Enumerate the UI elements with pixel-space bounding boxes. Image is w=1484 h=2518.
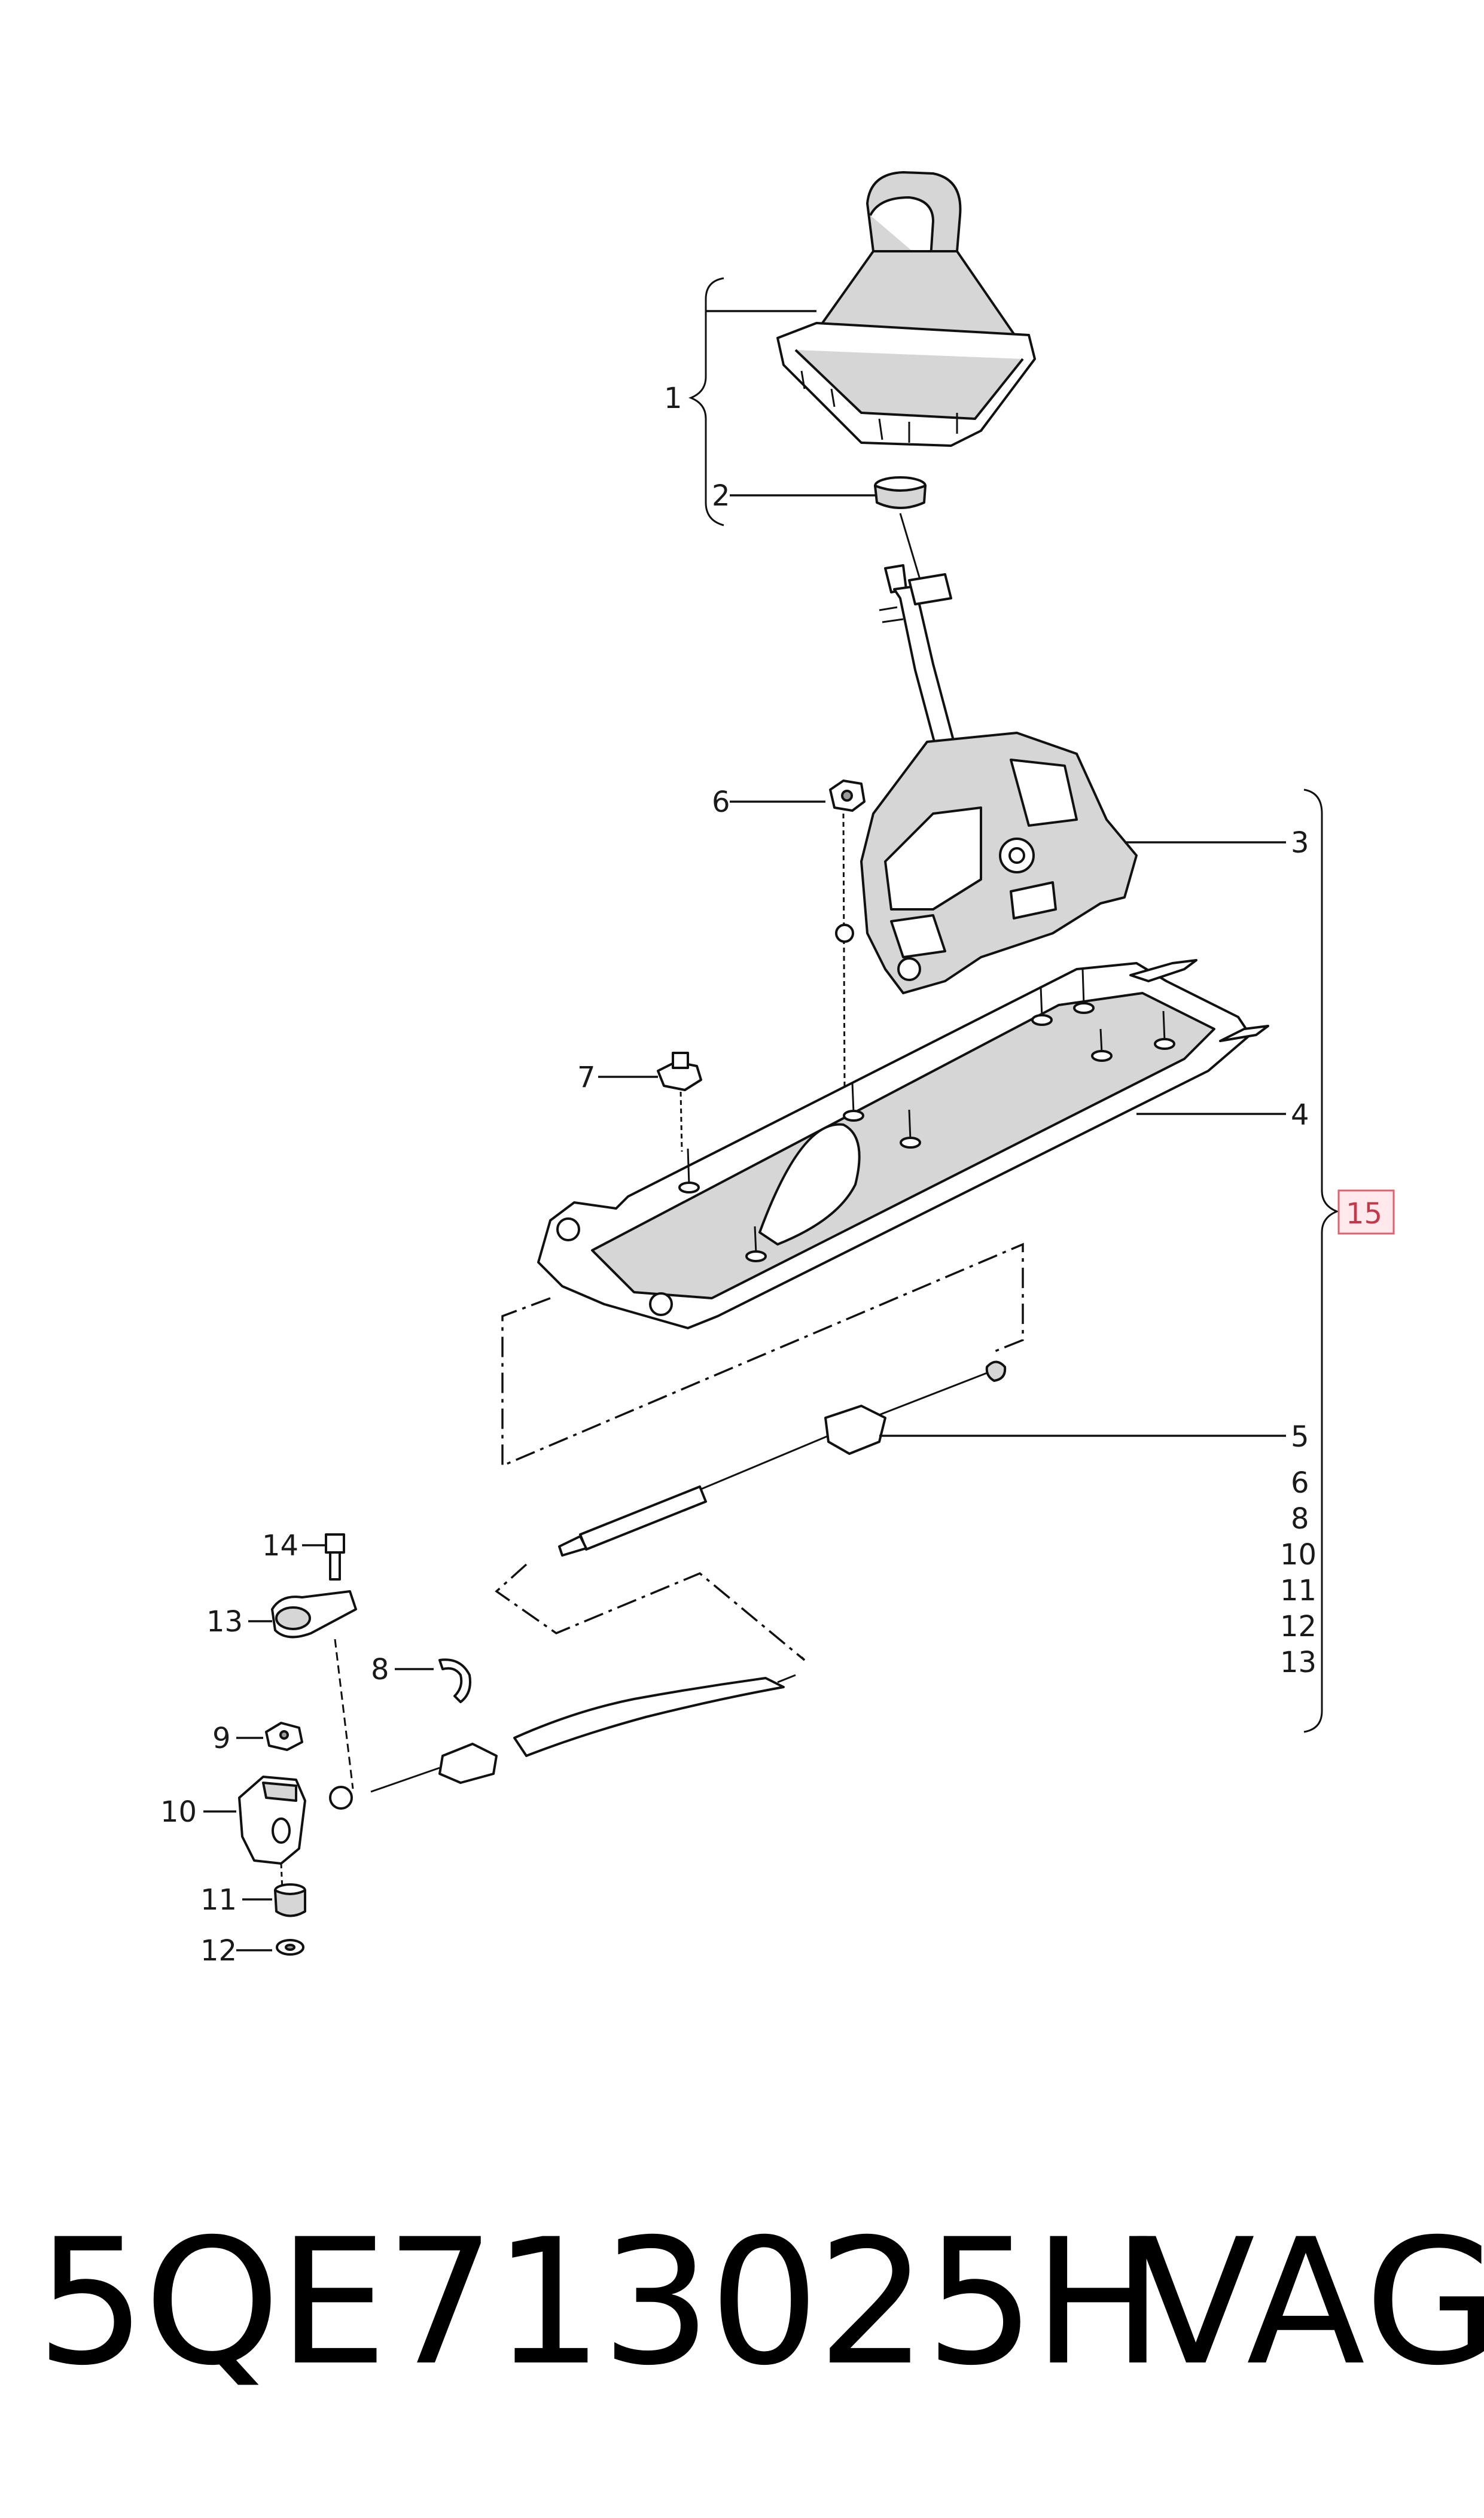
group-list-item: 8 [1291, 1502, 1309, 1536]
rail-right [1219, 1025, 1269, 1042]
washer-12-hole [285, 1944, 295, 1951]
plate-hole-left [556, 1217, 580, 1241]
boot-frame-inner [794, 349, 1024, 420]
callout-15: 15 [1346, 1197, 1382, 1231]
rail-top [1129, 959, 1197, 982]
nut-6-hole [841, 790, 853, 802]
callout-11: 11 [200, 1883, 237, 1917]
callout-13: 13 [206, 1605, 243, 1639]
group-list-item: 10 [1280, 1538, 1317, 1572]
callout-7: 7 [577, 1061, 596, 1094]
cable-sleeve [579, 1485, 707, 1551]
housing-side [884, 806, 982, 911]
nut-9 [236, 1722, 303, 1751]
shift-cable [558, 1360, 1286, 1557]
bolt-14-head [325, 1533, 345, 1554]
bushing-11 [242, 1883, 306, 1917]
group-list-item: 12 [1280, 1610, 1317, 1643]
lower-cable-inner [370, 1767, 440, 1793]
selector-lever-shaft [879, 564, 958, 761]
ring-body [874, 485, 927, 509]
callout-10: 10 [160, 1795, 197, 1829]
clip-8-body [438, 1658, 471, 1703]
housing-bearing-inner [1008, 847, 1025, 864]
lever-13 [248, 1590, 357, 1810]
assembly-outline-lower [495, 1563, 806, 1661]
housing-foot [890, 914, 946, 958]
callout-14: 14 [262, 1529, 298, 1563]
mounting-studs [678, 969, 1175, 1262]
retaining-clip-8 [395, 1658, 471, 1703]
bracket-10-hole [272, 1817, 291, 1844]
lower-cable-sleeve [513, 1677, 785, 1757]
callout-8: 8 [371, 1653, 389, 1686]
cable-tip [558, 1535, 587, 1557]
group-list-item: 6 [1291, 1466, 1309, 1500]
housing-window [1010, 881, 1057, 919]
assembly-outline-upper [501, 1243, 1024, 1467]
shaft-collar [908, 573, 952, 605]
washer-12 [236, 1939, 304, 1956]
group-bracket-15 [1303, 788, 1340, 1733]
nut-9-hole [279, 1730, 289, 1740]
part-number: 5QE713025H [36, 2202, 1163, 2404]
lower-cable [370, 1674, 796, 1793]
callout-6: 6 [712, 785, 730, 819]
callout-3: 3 [1291, 826, 1309, 860]
shaft-tabs [879, 606, 904, 623]
lever-13-bushing [275, 1606, 311, 1630]
housing-top-block [1010, 759, 1078, 827]
lever-dome [758, 1123, 861, 1246]
lever-13-axis [334, 1639, 354, 1789]
lower-cable-grommet [438, 1743, 498, 1784]
nut-6 [730, 780, 866, 1089]
cable-outer [699, 1435, 829, 1491]
frame-clips [800, 370, 958, 443]
bracket-10-top [262, 1782, 297, 1802]
cable-inner-upper [879, 1372, 988, 1416]
callout-1: 1 [664, 382, 682, 415]
bushing-11-body [274, 1889, 306, 1917]
knob-face [869, 196, 934, 267]
callout-15-highlight [1337, 1189, 1395, 1235]
group-list-item: 13 [1280, 1646, 1317, 1679]
callout-5: 5 [1291, 1420, 1309, 1454]
plate-hole-bottom [649, 1292, 673, 1316]
bolt-14-shank [329, 1551, 341, 1581]
bracket-10 [203, 1776, 306, 1891]
lever-13-ball [329, 1786, 353, 1810]
nut-7-axis [679, 1091, 683, 1152]
shaft-centerline [899, 513, 922, 584]
base-plate [537, 959, 1286, 1329]
boot-ring [730, 476, 927, 584]
cable-end-eye [985, 1360, 1007, 1382]
callout-2: 2 [712, 479, 730, 513]
callout-9: 9 [212, 1722, 231, 1755]
group-list-item: 11 [1280, 1574, 1317, 1607]
lower-cable-tip [777, 1674, 796, 1683]
nut-6-axis [842, 813, 846, 1089]
callout-4: 4 [1291, 1098, 1309, 1132]
bolt-14 [302, 1533, 345, 1581]
washer-6 [835, 924, 854, 943]
gear-knob-and-boot [688, 171, 1036, 526]
housing-mount-hole [897, 957, 921, 981]
callout-12: 12 [200, 1934, 237, 1968]
bracket-1-2 [688, 277, 724, 526]
brand-name: VAG [1136, 2202, 1484, 2404]
bracket-10-axis [280, 1863, 284, 1891]
selector-housing [860, 732, 1286, 994]
nut-7 [598, 1052, 702, 1152]
cable-grommet [824, 1405, 886, 1455]
nut-7-top [672, 1052, 689, 1069]
shaft-rod [893, 585, 958, 761]
